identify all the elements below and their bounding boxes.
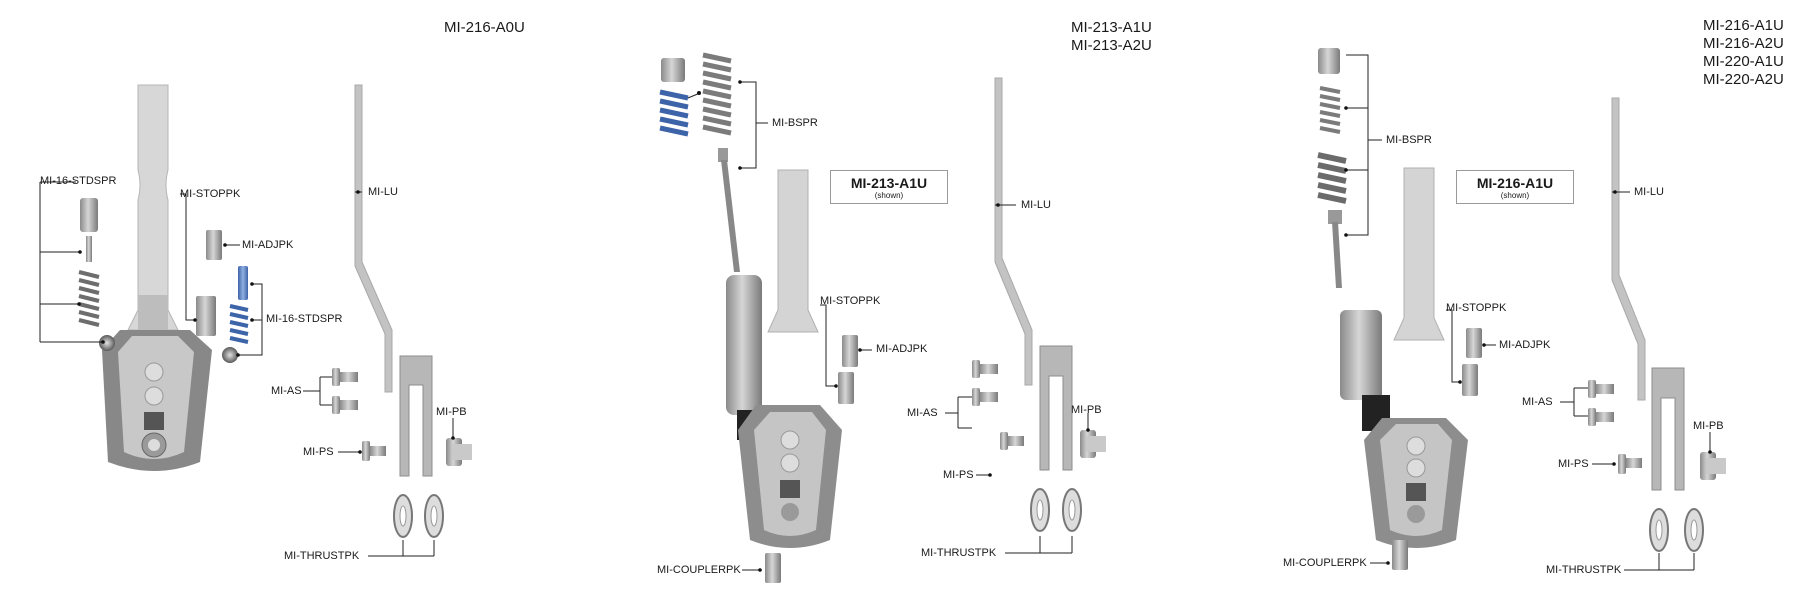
shown-model-number: MI-216-A1U xyxy=(1476,175,1554,191)
label-mi-thrustpk: MI-THRUSTPK xyxy=(284,550,360,562)
label-mi-16-stdspr-left: MI-16-STDSPR xyxy=(40,175,117,187)
label-mi-adjpk: MI-ADJPK xyxy=(876,343,928,355)
label-mi-pb: MI-PB xyxy=(436,406,467,418)
panel-2-art xyxy=(659,52,1106,583)
model-number: MI-216-A2U xyxy=(1703,35,1784,52)
label-mi-16-stdspr-right: MI-16-STDSPR xyxy=(266,313,343,325)
panel-2-model-list: MI-213-A1U MI-213-A2U xyxy=(1071,19,1152,55)
model-number: MI-220-A1U xyxy=(1703,53,1784,70)
panel-1-model-list: MI-216-A0U xyxy=(444,19,525,37)
model-number: MI-216-A0U xyxy=(444,19,525,36)
label-mi-thrustpk: MI-THRUSTPK xyxy=(921,547,997,559)
model-number: MI-220-A2U xyxy=(1703,71,1784,88)
shown-model-box: MI-216-A1U (shown) xyxy=(1456,170,1574,204)
model-number: MI-213-A1U xyxy=(1071,19,1152,36)
label-mi-bspr: MI-BSPR xyxy=(772,117,818,129)
panel-3-art xyxy=(1317,48,1726,571)
panel-1-art xyxy=(39,84,472,557)
label-mi-stoppk: MI-STOPPK xyxy=(820,295,881,307)
label-mi-lu: MI-LU xyxy=(1634,186,1664,198)
shown-caption: (shown) xyxy=(1500,191,1530,200)
label-mi-pb: MI-PB xyxy=(1071,404,1102,416)
label-mi-thrustpk: MI-THRUSTPK xyxy=(1546,564,1622,576)
label-mi-ps: MI-PS xyxy=(303,446,334,458)
label-mi-lu: MI-LU xyxy=(1021,199,1051,211)
label-mi-lu: MI-LU xyxy=(368,186,398,198)
label-mi-stoppk: MI-STOPPK xyxy=(1446,302,1507,314)
label-mi-ps: MI-PS xyxy=(943,469,974,481)
label-mi-as: MI-AS xyxy=(907,407,938,419)
label-mi-as: MI-AS xyxy=(1522,396,1553,408)
shown-model-box: MI-213-A1U (shown) xyxy=(830,170,948,204)
label-mi-stoppk: MI-STOPPK xyxy=(180,188,241,200)
shown-model-number: MI-213-A1U xyxy=(850,175,928,191)
label-mi-couplerpk: MI-COUPLERPK xyxy=(657,564,741,576)
model-number: MI-216-A1U xyxy=(1703,17,1784,34)
label-mi-ps: MI-PS xyxy=(1558,458,1589,470)
label-mi-couplerpk: MI-COUPLERPK xyxy=(1283,557,1367,569)
label-mi-adjpk: MI-ADJPK xyxy=(242,239,294,251)
panel-3-model-list: MI-216-A1U MI-216-A2U MI-220-A1U MI-220-… xyxy=(1703,17,1784,89)
label-mi-pb: MI-PB xyxy=(1693,420,1724,432)
model-number: MI-213-A2U xyxy=(1071,37,1152,54)
label-mi-bspr: MI-BSPR xyxy=(1386,134,1432,146)
label-mi-adjpk: MI-ADJPK xyxy=(1499,339,1551,351)
shown-caption: (shown) xyxy=(874,191,904,200)
label-mi-as: MI-AS xyxy=(271,385,302,397)
